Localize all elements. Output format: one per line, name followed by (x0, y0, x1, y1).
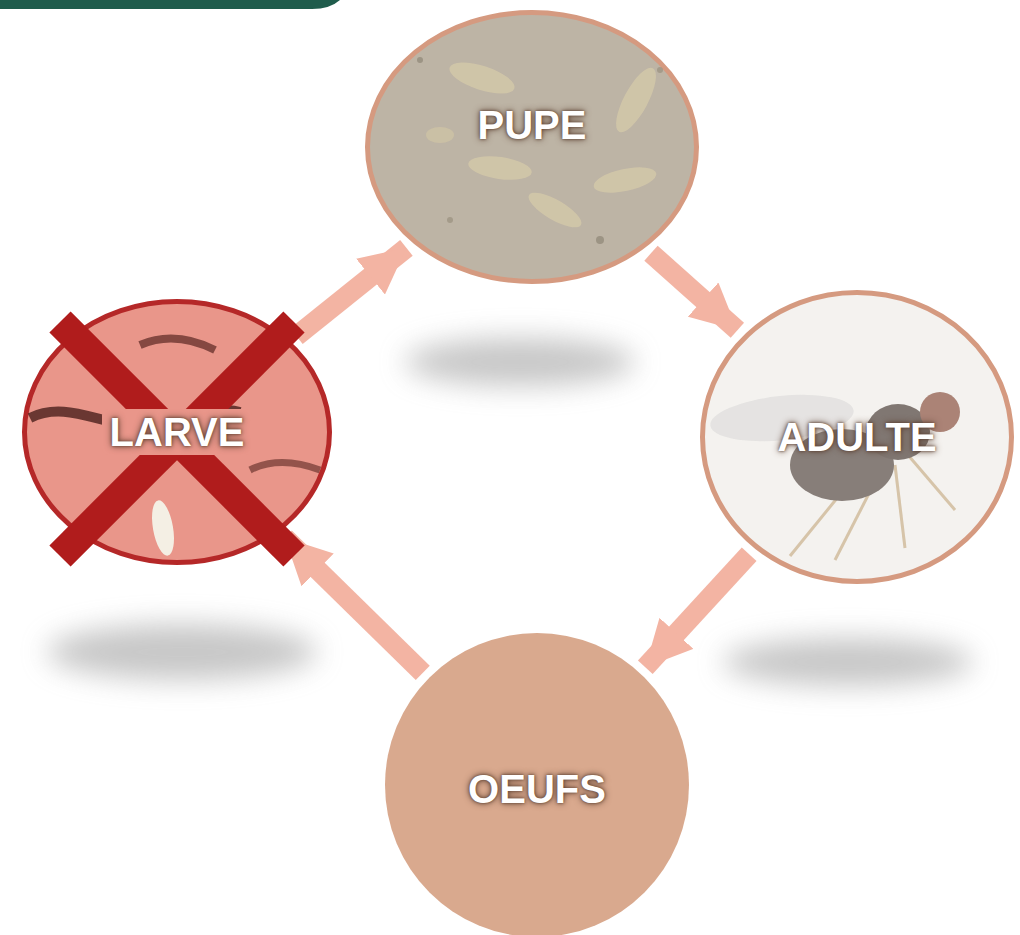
fly-leg (895, 465, 905, 548)
pupa-shape (467, 153, 533, 184)
drop-shadow (723, 638, 973, 686)
egg-circle: OEUFS (385, 633, 689, 935)
circle-shape (368, 13, 697, 282)
fly-leg (790, 470, 860, 556)
larva-circle: LARVE (22, 299, 332, 565)
cross-mark (60, 322, 294, 556)
drop-shadow (47, 624, 317, 680)
stage-label: ADULTE (777, 414, 936, 460)
drop-shadow (405, 338, 635, 386)
fly-leg (835, 472, 880, 560)
cycle-arrow (651, 253, 737, 330)
pupa-shape (609, 63, 664, 138)
fly-abdomen (790, 429, 894, 501)
soil-grain (447, 217, 453, 223)
fly-wing (708, 389, 856, 448)
cycle-arrow (285, 538, 423, 673)
flesh-streak (140, 339, 215, 350)
soil-grain (657, 67, 663, 73)
cross-mark (60, 322, 294, 556)
fly-photo (708, 389, 960, 560)
fly-head (920, 392, 960, 432)
circle-shape (385, 633, 689, 935)
pupa-shape (591, 163, 658, 198)
fly-leg (908, 455, 955, 510)
circle-shape (25, 302, 330, 563)
pupa-circle: PUPE (365, 10, 699, 284)
circle-shape (703, 293, 1012, 582)
cycle-arrow (645, 554, 749, 667)
pupa-shape (446, 56, 518, 100)
soil-grain (417, 57, 423, 63)
pupa-shape (426, 127, 454, 143)
soil-grain (596, 236, 604, 244)
stage-label: PUPE (478, 102, 587, 148)
stage-label: OEUFS (468, 766, 606, 812)
larva-photo (30, 339, 320, 558)
adult-circle: ADULTE (700, 290, 1014, 584)
flesh-streak (250, 463, 320, 471)
flesh-streak (30, 410, 240, 428)
pupa-photo (417, 56, 663, 244)
fly-thorax (866, 404, 930, 460)
pupa-shape (524, 186, 586, 233)
header-bar (0, 0, 340, 9)
stage-label: LARVE (102, 409, 253, 455)
larva-shape (148, 499, 177, 558)
cycle-arrow (296, 248, 406, 336)
